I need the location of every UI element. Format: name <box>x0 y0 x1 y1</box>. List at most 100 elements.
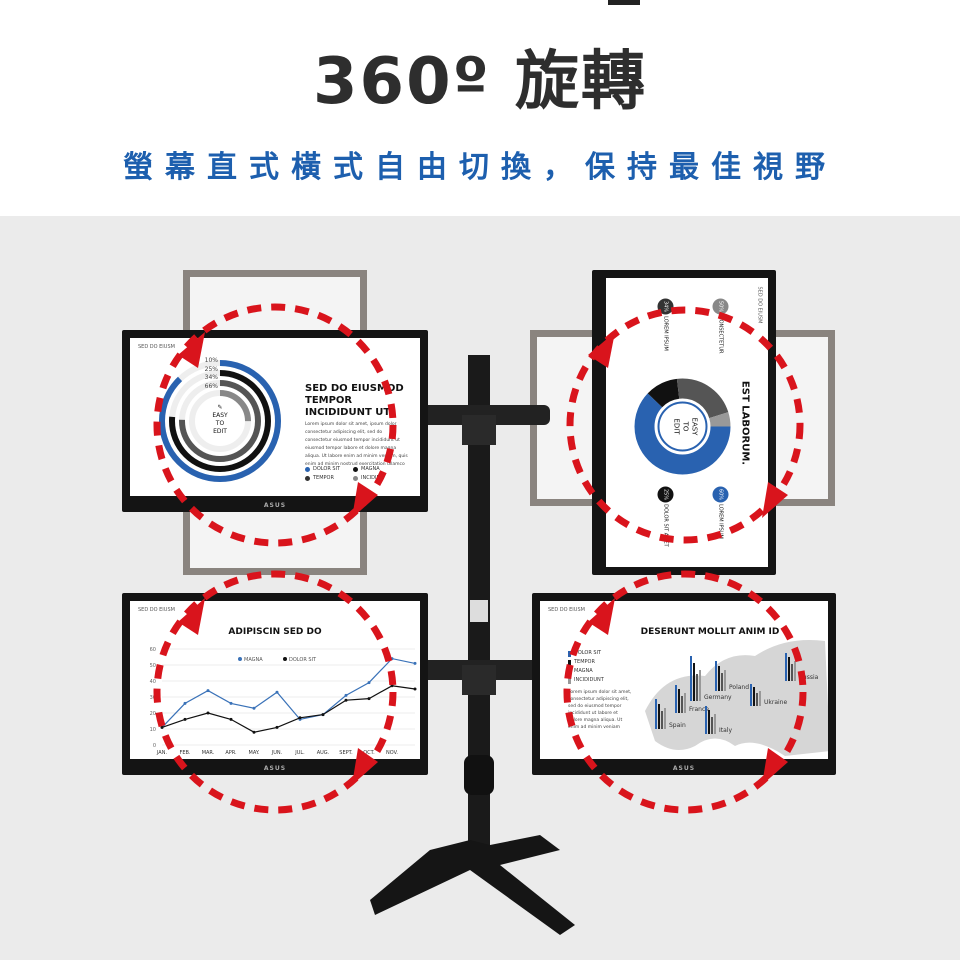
map-bar-group: Poland <box>715 661 749 691</box>
map-bar <box>684 693 686 713</box>
y-tick-label: 60 <box>150 647 156 653</box>
legend-label: MAGNA <box>244 657 263 663</box>
x-tick-label: JUN. <box>271 750 283 756</box>
data-point <box>413 661 417 665</box>
x-tick-label: MAY. <box>249 750 260 756</box>
arrow-icon <box>762 482 788 518</box>
page-subtitle: 螢幕直式橫式自由切換，保持最佳視野 <box>123 150 837 185</box>
brand-logo: ASUS <box>263 502 287 509</box>
map-bar <box>661 711 663 729</box>
map-bar <box>753 687 755 706</box>
map-bar <box>788 657 790 681</box>
center-text: EASY <box>212 412 228 419</box>
map-bar-group: Italy <box>705 706 732 734</box>
country-label: Spain <box>669 722 686 729</box>
x-tick-label: APR. <box>225 750 237 756</box>
screen-tag: SED DO EIUSM <box>548 607 585 613</box>
map-bar <box>696 674 698 701</box>
legend-marker <box>238 657 242 661</box>
data-point <box>298 716 302 720</box>
ring-label: 34% <box>204 374 218 381</box>
data-point <box>275 690 279 694</box>
arrow-icon <box>178 598 205 635</box>
x-tick-label: AUG. <box>317 750 330 756</box>
screen-body: Lorem ipsum dolor sit amet, ipsum dolor … <box>305 422 408 467</box>
series-line <box>161 685 416 733</box>
country-label: Russia <box>799 674 819 681</box>
line-chart: 0102030405060JAN.FEB.MAR.APR.MAY.JUN.JUL… <box>150 647 417 756</box>
data-point <box>229 701 233 705</box>
map-bar <box>759 690 761 706</box>
rotation-circle-bottom-right <box>563 570 807 814</box>
map-bar <box>708 710 710 734</box>
map-bar-group: Ukraine <box>750 684 787 706</box>
data-point <box>367 681 371 685</box>
x-tick-label: MAR. <box>202 750 215 756</box>
legend-item: INCIDIDUNT <box>568 676 604 685</box>
ring-gray <box>189 390 251 452</box>
arrow-icon <box>352 748 378 785</box>
data-point <box>160 725 164 729</box>
legend-item: DOLOR SIT <box>305 466 353 472</box>
x-tick-label: OCT. <box>363 750 375 756</box>
map-bar <box>724 670 726 691</box>
legend-item: INCIDID <box>353 475 401 481</box>
x-tick-label: JAN. <box>156 750 168 756</box>
map-bar <box>678 689 680 713</box>
map-bar <box>681 696 683 713</box>
legend-item: TEMPOR <box>305 475 353 481</box>
data-point <box>252 730 256 734</box>
center-text: EDIT <box>213 428 227 435</box>
screen-heading: DESERUNT MOLLIT ANIM ID <box>640 627 780 637</box>
arrow-icon <box>588 332 615 368</box>
ring-label: 66% <box>204 382 218 390</box>
brand-logo: ASUS <box>672 765 696 772</box>
arrow-icon <box>178 332 205 368</box>
map-bar-group: Russia <box>785 653 818 681</box>
rotation-circle-top-left <box>153 303 397 547</box>
center-text: TO <box>215 420 225 427</box>
screen-heading: SED DO EIUSMOD TEMPOR INCIDIDUNT UT <box>305 383 404 418</box>
country-label: Italy <box>719 727 733 734</box>
brand-logo: ASUS <box>263 765 287 772</box>
legend-item: DOLOR SIT <box>568 649 604 658</box>
data-point <box>390 684 394 688</box>
data-point <box>229 717 233 721</box>
x-tick-label: FEB. <box>179 750 190 756</box>
ring-black <box>169 370 271 472</box>
screen-top-left: SED DO EIUSM 10% 25% 34% 66% ✎ EASY TO E… <box>130 338 420 496</box>
legend-item: MAGNA <box>353 466 401 472</box>
map-bar <box>750 684 752 706</box>
y-tick-label: 50 <box>150 663 156 669</box>
donut-center <box>657 401 707 451</box>
map-bar-group: Spain <box>655 699 686 729</box>
y-tick-label: 10 <box>150 727 156 733</box>
ring-dark <box>179 380 261 462</box>
arrow-icon <box>352 482 378 518</box>
map-bar-group: France <box>675 685 709 713</box>
screen-tag: SED DO EIUSM <box>138 607 175 613</box>
legend-marker <box>283 657 287 661</box>
europe-map <box>645 640 828 756</box>
map-bar-group: Germany <box>690 656 732 701</box>
data-point <box>206 689 210 693</box>
top-bar <box>608 0 640 5</box>
page-title: 360º 旋轉 <box>313 45 647 119</box>
x-tick-label: SEPT. <box>339 750 353 756</box>
map-bar <box>714 714 716 734</box>
map-bar <box>794 661 796 681</box>
chart-title: ADIPISCIN SED DO <box>228 627 322 637</box>
country-label: Poland <box>729 684 750 691</box>
map-bar <box>721 673 723 691</box>
y-tick-label: 30 <box>150 695 156 701</box>
data-point <box>413 687 417 691</box>
map-bar <box>718 665 720 691</box>
legend-item: TEMPOR <box>568 658 604 667</box>
y-tick-label: 0 <box>153 743 156 749</box>
data-point <box>183 701 187 705</box>
arrow-icon <box>588 598 615 635</box>
map-bar <box>715 661 717 691</box>
ring-blue <box>159 360 281 482</box>
country-label: France <box>689 706 709 713</box>
